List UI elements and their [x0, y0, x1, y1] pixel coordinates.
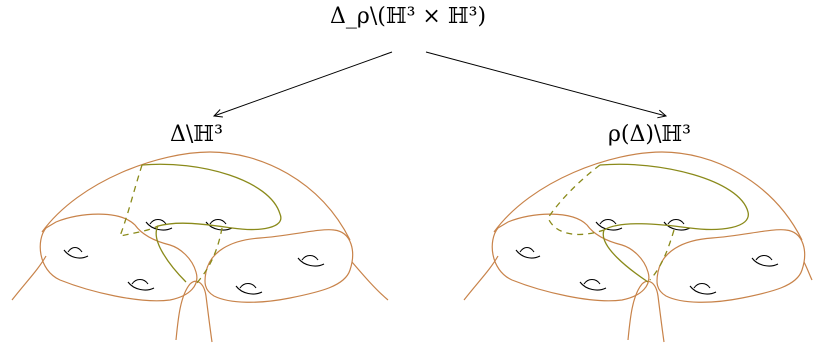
label-quotient-delta: Δ\ℍ³ [170, 122, 223, 147]
label-quotient-product: Δ_ρ\(ℍ³ × ℍ³) [330, 4, 487, 29]
left-handle-1 [63, 246, 89, 259]
left-geodesic-solid [141, 163, 282, 283]
right-surface-skirt-left [463, 255, 499, 301]
right-geodesic-solid [599, 163, 749, 283]
left-geodesic-dash-1 [118, 164, 159, 237]
right-surface [463, 151, 813, 343]
right-handle-3 [595, 218, 623, 231]
right-surface-outline-top [493, 151, 803, 241]
left-handle-5 [235, 282, 263, 295]
right-surface-skirt-right [803, 261, 813, 281]
left-surface-skirt-right [351, 261, 389, 301]
arrow-left [214, 51, 393, 116]
left-geodesic-dash-2 [195, 227, 223, 285]
left-surface-left-lobe [39, 213, 198, 302]
left-surface [11, 151, 389, 343]
left-handle-2 [127, 278, 155, 291]
right-geodesic-dash-1 [547, 164, 605, 236]
right-geodesic-dash-2 [649, 229, 675, 281]
right-handle-2 [579, 278, 607, 291]
arrow-right [425, 51, 666, 116]
left-handle-3 [145, 218, 173, 231]
label-quotient-rho-delta: ρ(Δ)\ℍ³ [608, 122, 692, 147]
right-handle-1 [515, 246, 541, 259]
right-surface-left-lobe [491, 213, 650, 302]
left-handle-6 [297, 254, 325, 267]
left-surface-right-lobe [204, 229, 354, 303]
left-surface-skirt-left [11, 255, 47, 301]
left-surface-outline-top [41, 151, 351, 241]
right-handle-6 [751, 254, 779, 267]
right-surface-stem [627, 280, 665, 343]
right-handle-4 [663, 218, 691, 231]
right-handle-5 [689, 282, 717, 295]
left-handle-4 [205, 218, 233, 231]
right-surface-right-lobe [656, 229, 806, 303]
left-surface-stem [175, 280, 213, 343]
